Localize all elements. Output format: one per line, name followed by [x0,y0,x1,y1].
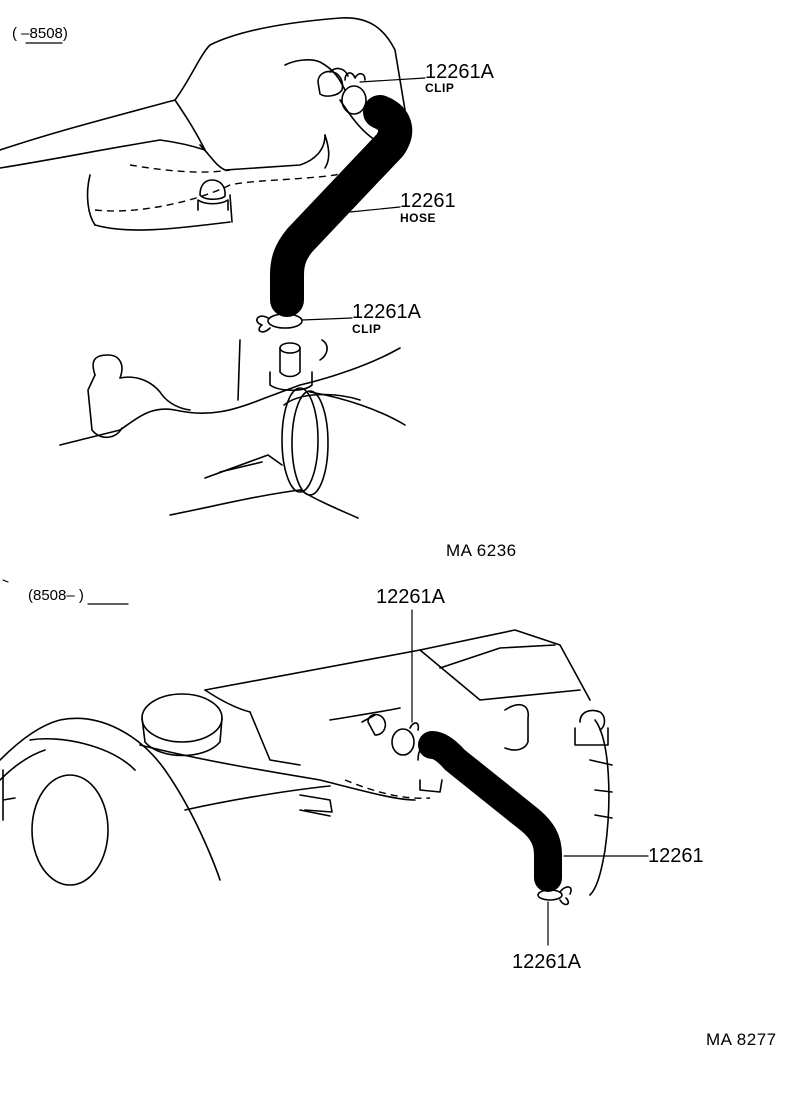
bottom-callout-3-part: 12261A [512,951,582,973]
tick-mark [2,579,9,583]
top-callout-2-desc: HOSE [400,211,436,225]
top-leader-1 [359,77,426,83]
bottom-diagram: (8508– ) [0,579,777,1049]
bottom-figure-code: MA 8277 [706,1030,777,1049]
top-callout-3-part: 12261A [352,301,422,323]
top-callout-3-desc: CLIP [352,322,381,336]
top-callout-1-part: 12261A [425,61,495,83]
top-diagram: ( –8508) [0,17,517,560]
top-leader-2 [349,206,401,213]
bottom-upper-clip [391,722,420,756]
top-intake-assembly [59,339,406,519]
top-hose [270,95,413,317]
bottom-hose [417,731,562,892]
clip-ring [267,313,303,329]
top-lower-clip [256,313,303,333]
top-callout-2-part: 12261 [400,190,456,212]
top-figure-code: MA 6236 [446,541,517,560]
bottom-engine-cover [0,629,613,896]
top-head-cover [0,17,406,231]
top-callout-1-desc: CLIP [425,81,454,95]
bottom-callout-1-part: 12261A [376,586,446,608]
top-range-label: ( –8508) [12,25,68,42]
top-leader-3 [301,317,353,321]
bottom-range-label: (8508– ) [28,587,84,604]
top-upper-clip [341,72,367,115]
bottom-callout-2-part: 12261 [648,845,704,867]
bottom-lower-clip [537,886,572,906]
clip-ring [341,85,367,115]
